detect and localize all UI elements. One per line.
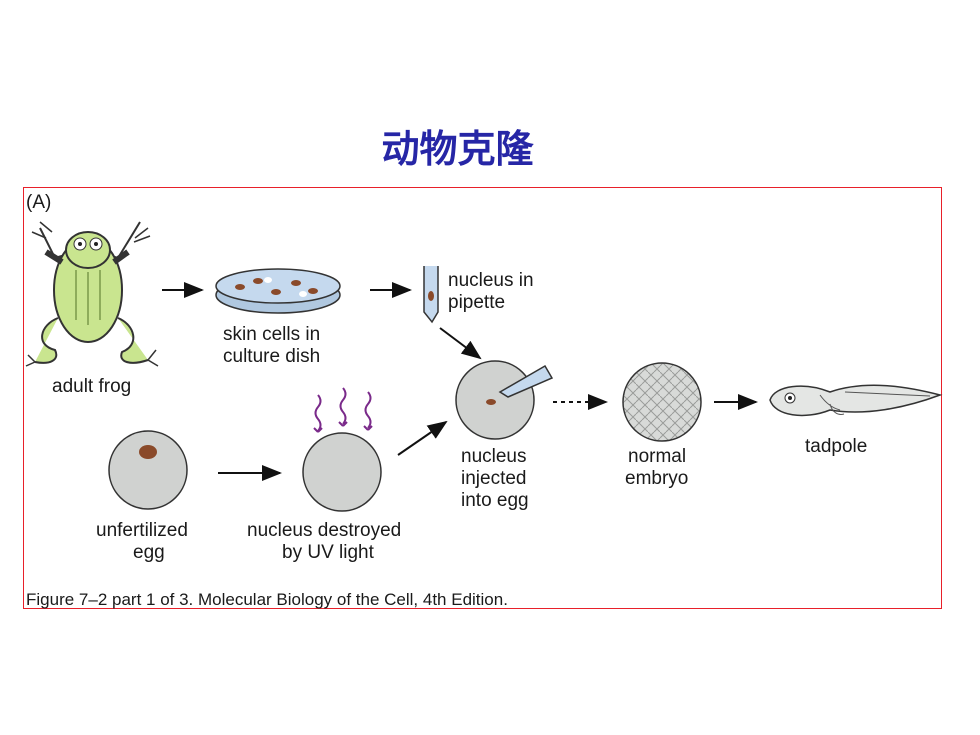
label-nucleus-pipette-2: pipette	[448, 292, 505, 313]
label-nucleus-pipette-1: nucleus in	[448, 270, 534, 291]
enucleated-egg-illustration	[302, 432, 382, 512]
tadpole-illustration	[769, 384, 943, 417]
figure-caption: Figure 7–2 part 1 of 3. Molecular Biolog…	[26, 590, 508, 609]
arrow-pipette-to-egg	[439, 327, 482, 360]
label-unfertilized-1: unfertilized	[96, 520, 188, 541]
pipette-illustration	[423, 266, 439, 324]
label-injected-2: injected	[461, 468, 527, 489]
culture-dish-illustration	[215, 268, 341, 314]
label-tadpole: tadpole	[805, 436, 867, 457]
panel-label: (A)	[26, 192, 51, 213]
label-injected-1: nucleus	[461, 446, 527, 467]
label-injected-3: into egg	[461, 490, 529, 511]
frog-illustration	[25, 221, 159, 367]
arrow-uv-to-injected	[397, 420, 448, 456]
label-destroyed-2: by UV light	[282, 542, 375, 563]
injected-egg-illustration	[455, 360, 554, 440]
label-adult-frog: adult frog	[52, 376, 131, 397]
label-unfertilized-2: egg	[133, 542, 165, 563]
figure-frame	[23, 187, 942, 609]
slide-title: 动物克隆	[381, 126, 534, 171]
label-destroyed-1: nucleus destroyed	[247, 520, 401, 541]
embryo-illustration	[622, 362, 702, 442]
label-embryo-1: normal	[628, 446, 686, 467]
unfertilized-egg-illustration	[108, 430, 188, 510]
label-embryo-2: embryo	[625, 468, 688, 489]
label-skin-cells-1: skin cells in	[223, 324, 320, 345]
label-skin-cells-2: culture dish	[223, 346, 320, 367]
uv-light-icon	[313, 387, 373, 433]
